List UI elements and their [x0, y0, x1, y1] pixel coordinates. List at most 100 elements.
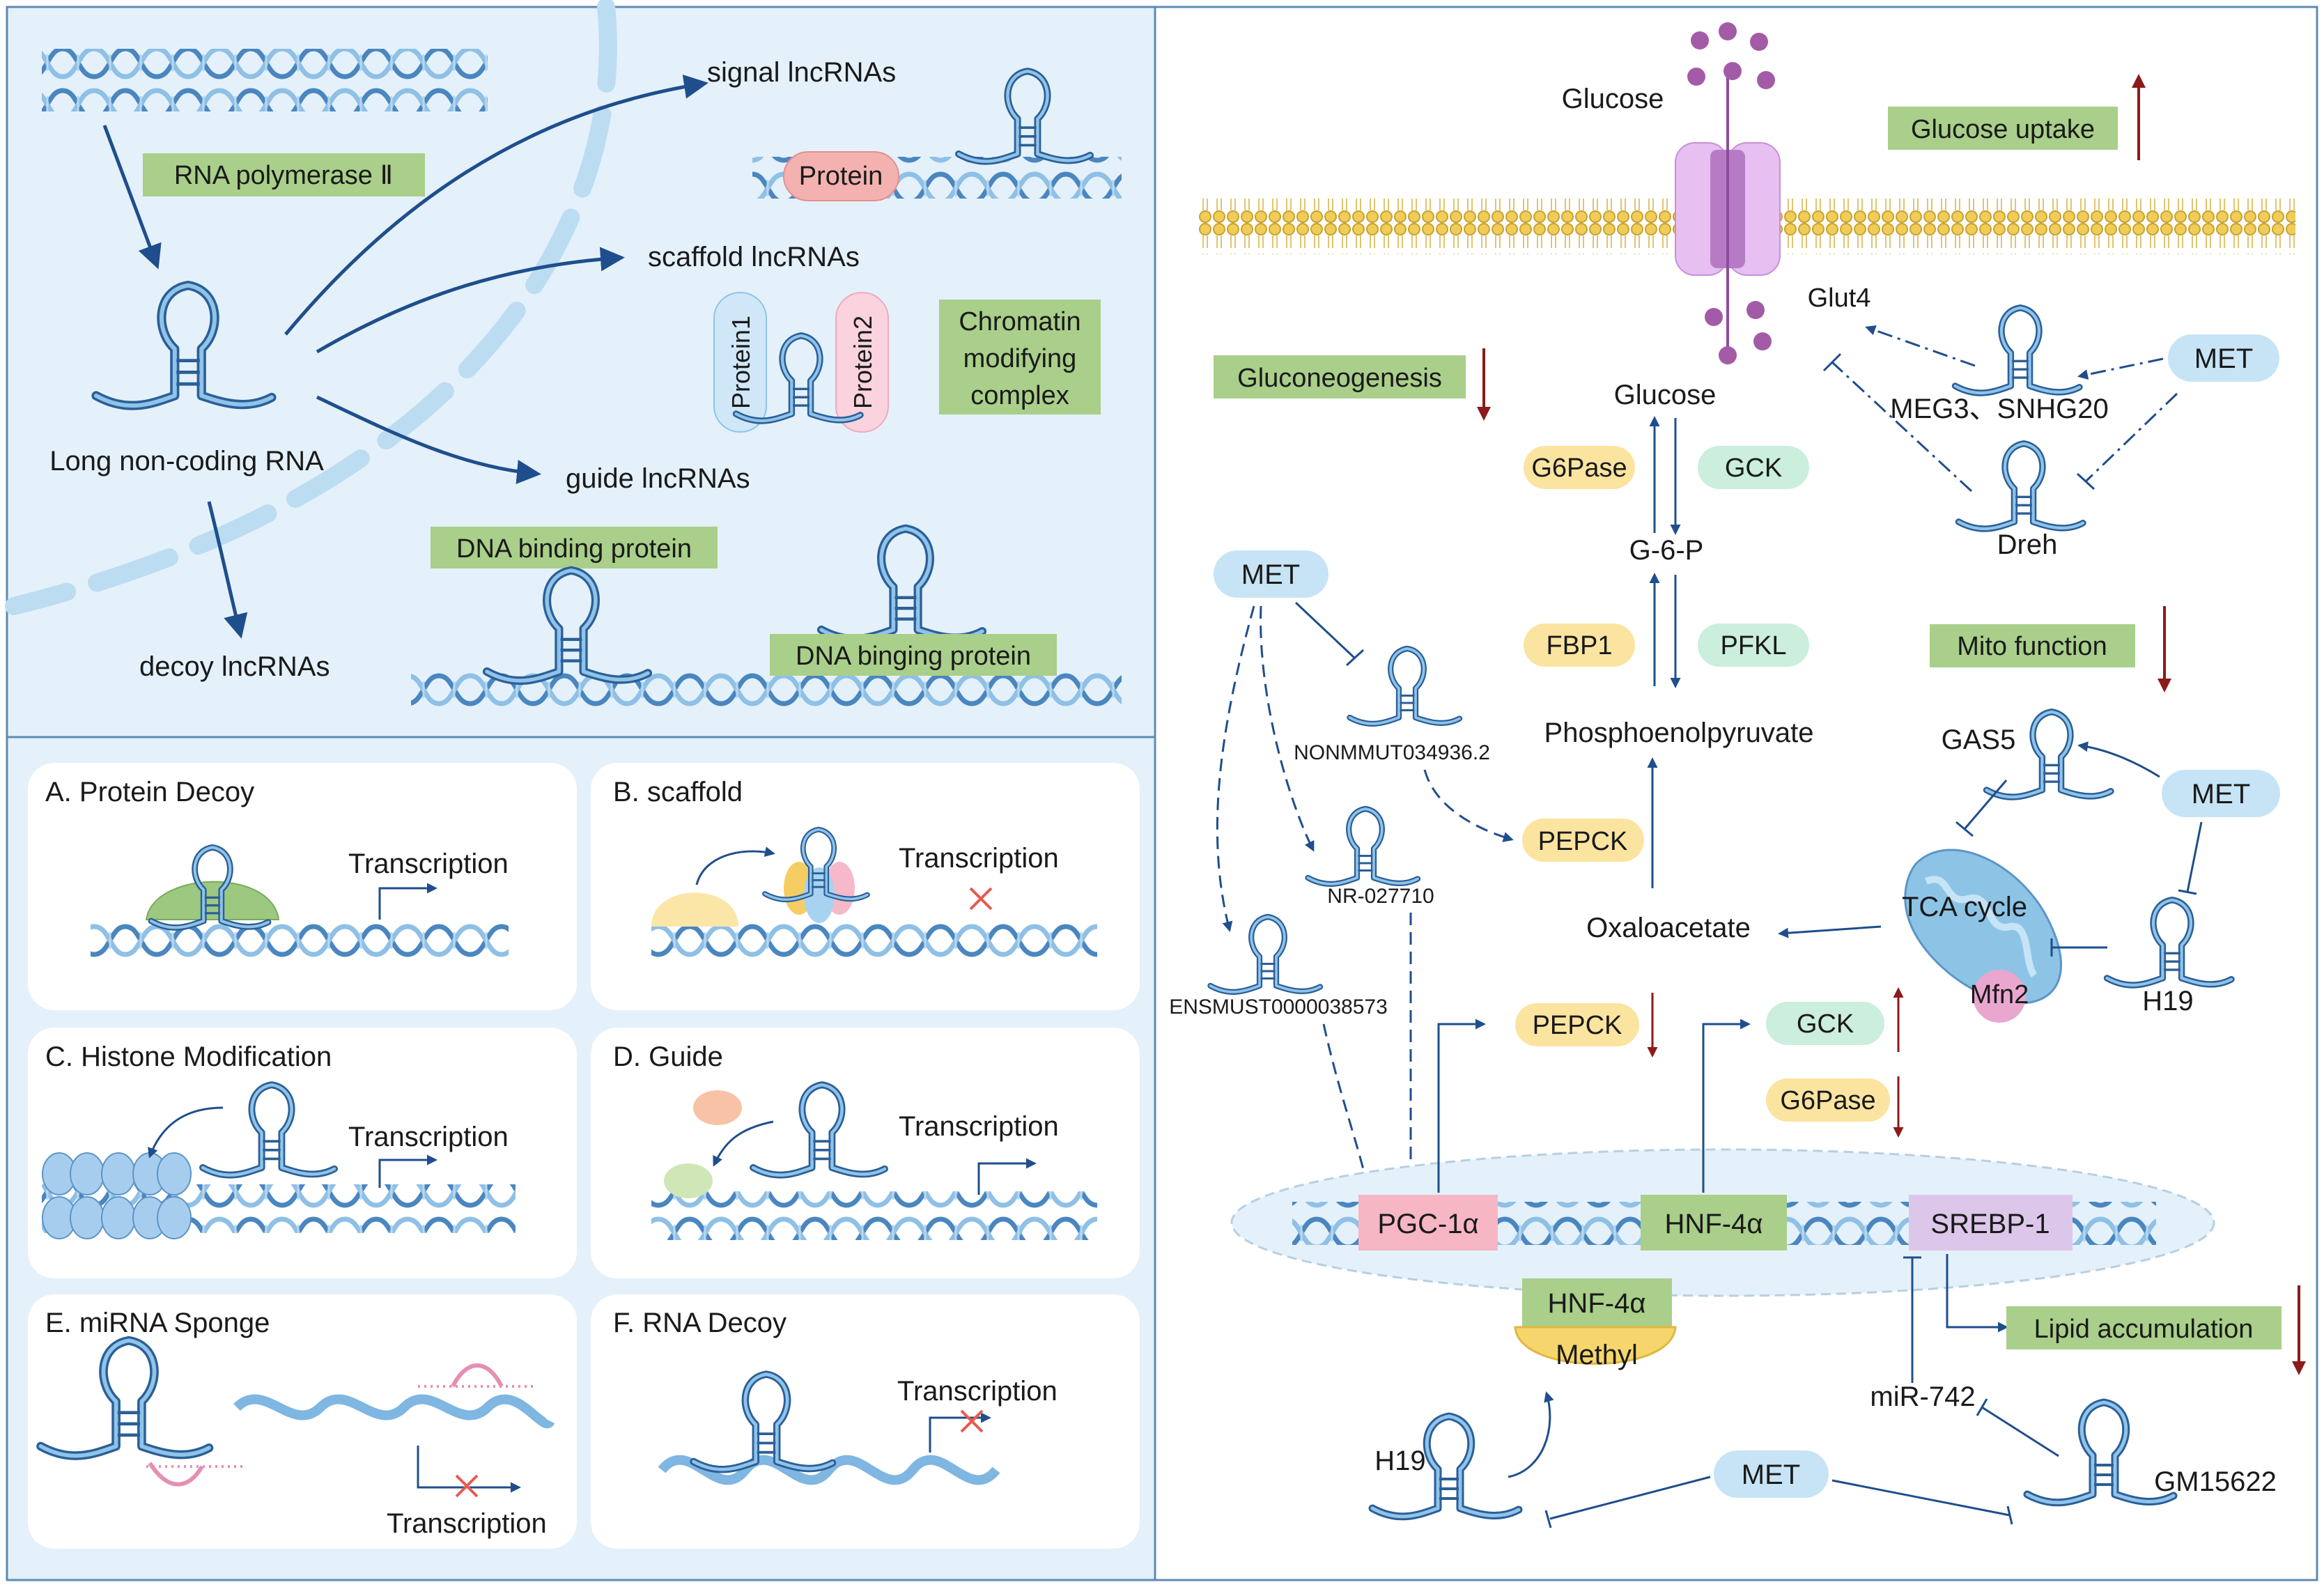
- methyl-cap: [1514, 1326, 1677, 1365]
- nonm-label: NONMMUT034936.2: [1294, 741, 1490, 764]
- met-inhibit-h19-bar2: [1544, 1510, 1552, 1528]
- glucose-molecules-outside: [1687, 22, 1775, 89]
- met-pill-mito: [2162, 770, 2280, 817]
- rna-polymerase-label: RNA polymerase Ⅱ: [174, 161, 393, 190]
- card-f-transcription-label: Transcription: [897, 1376, 1058, 1407]
- gas5-inhibit-mito: [1963, 780, 2008, 830]
- pgc1a-label: PGC-1α: [1377, 1209, 1478, 1239]
- srebp1-label: SREBP-1: [1930, 1209, 2050, 1239]
- glucose-uptake-badge: [1888, 107, 2118, 150]
- met-inhibit-nonm-bar: [1345, 649, 1365, 667]
- gm15622-label: GM15622: [2154, 1466, 2277, 1497]
- arrow-to-guide: [316, 395, 541, 484]
- protein1-pill: [713, 292, 767, 433]
- protein1-label: Protein1: [727, 316, 755, 409]
- protein2-label: Protein2: [849, 316, 877, 409]
- glucose-molecules-inside: [1705, 301, 1772, 364]
- h19-bottom-label: H19: [1374, 1446, 1425, 1476]
- met-label-top: MET: [2194, 343, 2253, 374]
- gck-pill: [1698, 446, 1809, 489]
- signal-lncrnas-label: signal lncRNAs: [707, 57, 896, 88]
- met-to-ensm-arrow: [1216, 605, 1255, 932]
- lipid-accumulation-badge: [2006, 1306, 2282, 1349]
- g6pase-label-bottom: G6Pase: [1780, 1086, 1875, 1115]
- arrow-to-signal: [284, 74, 708, 336]
- g6p-label: G-6-P: [1629, 535, 1704, 566]
- met-inhibit-h19-bar: [2178, 889, 2197, 895]
- hnf4a-methyl-label: HNF-4α: [1548, 1288, 1646, 1319]
- met-inhibit-h19: [2186, 821, 2203, 892]
- met-to-gas5-arrow: [2077, 741, 2160, 778]
- card-c-transcription-arrow: [378, 1154, 437, 1188]
- card-scaffold: B. scaffold Transcription: [591, 763, 1140, 1010]
- card-b-yellow-protein: [651, 892, 738, 927]
- scaffold-lncrnas-label: scaffold lncRNAs: [648, 242, 860, 272]
- protein-label: Protein: [799, 162, 883, 191]
- met-to-nr-arrow: [1260, 605, 1315, 852]
- dna-binding-protein-badge-2: [770, 634, 1057, 676]
- chromatin-complex-badge: [939, 300, 1101, 415]
- rna-polymerase-badge: [143, 153, 425, 196]
- meg3-snhg20-label: MEG3、SNHG20: [1890, 394, 2108, 424]
- met-inhibit-dreh-bar: [2076, 472, 2096, 490]
- card-f-rna: [658, 1455, 1000, 1485]
- met-label-mito: MET: [2192, 779, 2250, 810]
- card-a-protein: [145, 881, 280, 920]
- gas5-inhibit-mito-bar: [1955, 821, 1974, 837]
- mfn2-label: Mfn2: [1970, 980, 2029, 1009]
- fbp1-label: FBP1: [1546, 631, 1612, 660]
- gluconeogenesis-label: Gluconeogenesis: [1237, 364, 1442, 393]
- card-f-block-x-icon: [960, 1409, 984, 1433]
- dreh-label: Dreh: [1997, 529, 2058, 560]
- g6pase-pill: [1524, 446, 1635, 489]
- nr-label: NR-027710: [1327, 885, 1434, 908]
- oxaloacetate-label: Oxaloacetate: [1586, 913, 1751, 943]
- dna-binding-protein-label-1: DNA binding protein: [456, 534, 692, 564]
- gck-pill-bottom: [1766, 1002, 1884, 1045]
- card-c-title: C. Histone Modification: [45, 1042, 332, 1072]
- met-to-meg3-arrow: [2077, 357, 2164, 380]
- card-e-mirna-1: [148, 1462, 204, 1487]
- card-guide: D. Guide Transcription: [591, 1028, 1140, 1278]
- arrow-to-scaffold: [316, 247, 625, 354]
- decoy-lncrnas-label: decoy lncRNAs: [139, 651, 330, 682]
- mito-function-badge: [1930, 624, 2135, 667]
- dna-helix-top: [42, 49, 488, 111]
- met-inhibit-gm-bar: [2006, 1505, 2013, 1525]
- met-pill-top: [2168, 334, 2279, 382]
- arrow-to-decoy: [207, 501, 248, 639]
- h19-mito-label: H19: [2142, 986, 2193, 1016]
- pgc-to-pepck-arrow: [1437, 1019, 1486, 1193]
- card-e-title: E. miRNA Sponge: [45, 1308, 270, 1338]
- met-inhibit-nonm: [1294, 601, 1356, 660]
- card-d-protein-green: [664, 1163, 713, 1198]
- card-a-transcription-arrow: [378, 883, 437, 920]
- glucose-uptake-label: Glucose uptake: [1911, 115, 2095, 144]
- card-d-arrow: [713, 1120, 774, 1167]
- card-d-transcription-label: Transcription: [899, 1111, 1059, 1142]
- protein2-pill: [835, 292, 889, 433]
- pep-label: Phosphoenolpyruvate: [1544, 718, 1814, 748]
- gluconeogenesis-badge: [1214, 355, 1466, 398]
- hnf4a-gene-box: [1641, 1195, 1787, 1251]
- protein-blob: [783, 151, 899, 201]
- guide-lncrnas-label: guide lncRNAs: [566, 463, 750, 494]
- srebp-to-lipid-arrow: [1946, 1254, 2008, 1333]
- card-e-mrna: [233, 1394, 555, 1428]
- arrow-to-lncrna: [102, 125, 162, 270]
- gm-inhibit-mir742: [1981, 1406, 2059, 1457]
- card-e-transcription-label: Transcription: [387, 1508, 547, 1539]
- tca-cycle-label: TCA cycle: [1902, 892, 2027, 922]
- gck-label: GCK: [1725, 454, 1782, 483]
- card-d-title: D. Guide: [613, 1042, 723, 1072]
- gas5-label: GAS5: [1942, 725, 2016, 755]
- card-b-recruit-arrow: [695, 846, 775, 885]
- pfkl-pill: [1698, 624, 1809, 667]
- met-label-bottom: MET: [1742, 1460, 1800, 1490]
- met-label-mid: MET: [1241, 559, 1300, 590]
- card-b-transcription-label: Transcription: [899, 843, 1059, 874]
- card-d-protein-orange: [693, 1090, 742, 1125]
- card-histone: C. Histone Modification Transcription: [28, 1028, 577, 1278]
